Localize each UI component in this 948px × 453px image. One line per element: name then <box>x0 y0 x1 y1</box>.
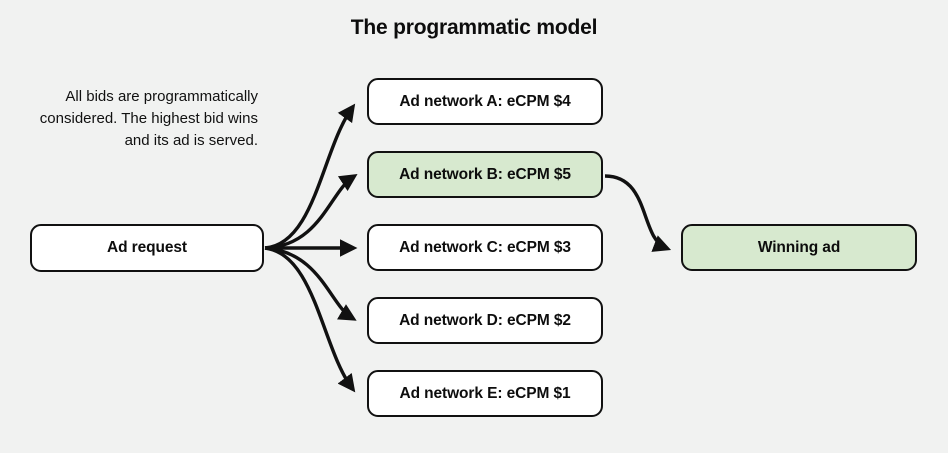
node-ad-network-d[interactable]: Ad network D: eCPM $2 <box>367 297 603 344</box>
node-ad-network-d-label: Ad network D: eCPM $2 <box>399 311 571 329</box>
node-ad-network-a-label: Ad network A: eCPM $4 <box>399 92 571 110</box>
node-ad-request-label: Ad request <box>107 239 187 256</box>
node-ad-request[interactable]: Ad request <box>30 224 264 272</box>
node-ad-network-a[interactable]: Ad network A: eCPM $4 <box>367 78 603 125</box>
node-winning-ad[interactable]: Winning ad <box>681 224 917 271</box>
node-ad-network-e-label: Ad network E: eCPM $1 <box>399 384 571 402</box>
arrow-request-to-network-e <box>264 246 356 393</box>
arrow-network-b-to-winning-ad <box>604 174 672 252</box>
node-ad-network-e[interactable]: Ad network E: eCPM $1 <box>367 370 603 417</box>
node-ad-network-c-label: Ad network C: eCPM $3 <box>399 238 571 256</box>
arrow-request-to-network-a <box>264 103 356 250</box>
arrow-request-to-network-d <box>264 246 357 321</box>
explanatory-note: All bids are programmatically considered… <box>39 88 258 149</box>
node-ad-network-b[interactable]: Ad network B: eCPM $5 <box>367 151 603 198</box>
node-ad-network-b-label: Ad network B: eCPM $5 <box>399 165 571 183</box>
arrow-request-to-network-b <box>264 174 358 250</box>
page-title: The programmatic model <box>350 16 598 39</box>
node-winning-ad-label: Winning ad <box>757 238 841 256</box>
node-ad-network-c[interactable]: Ad network C: eCPM $3 <box>367 224 603 271</box>
